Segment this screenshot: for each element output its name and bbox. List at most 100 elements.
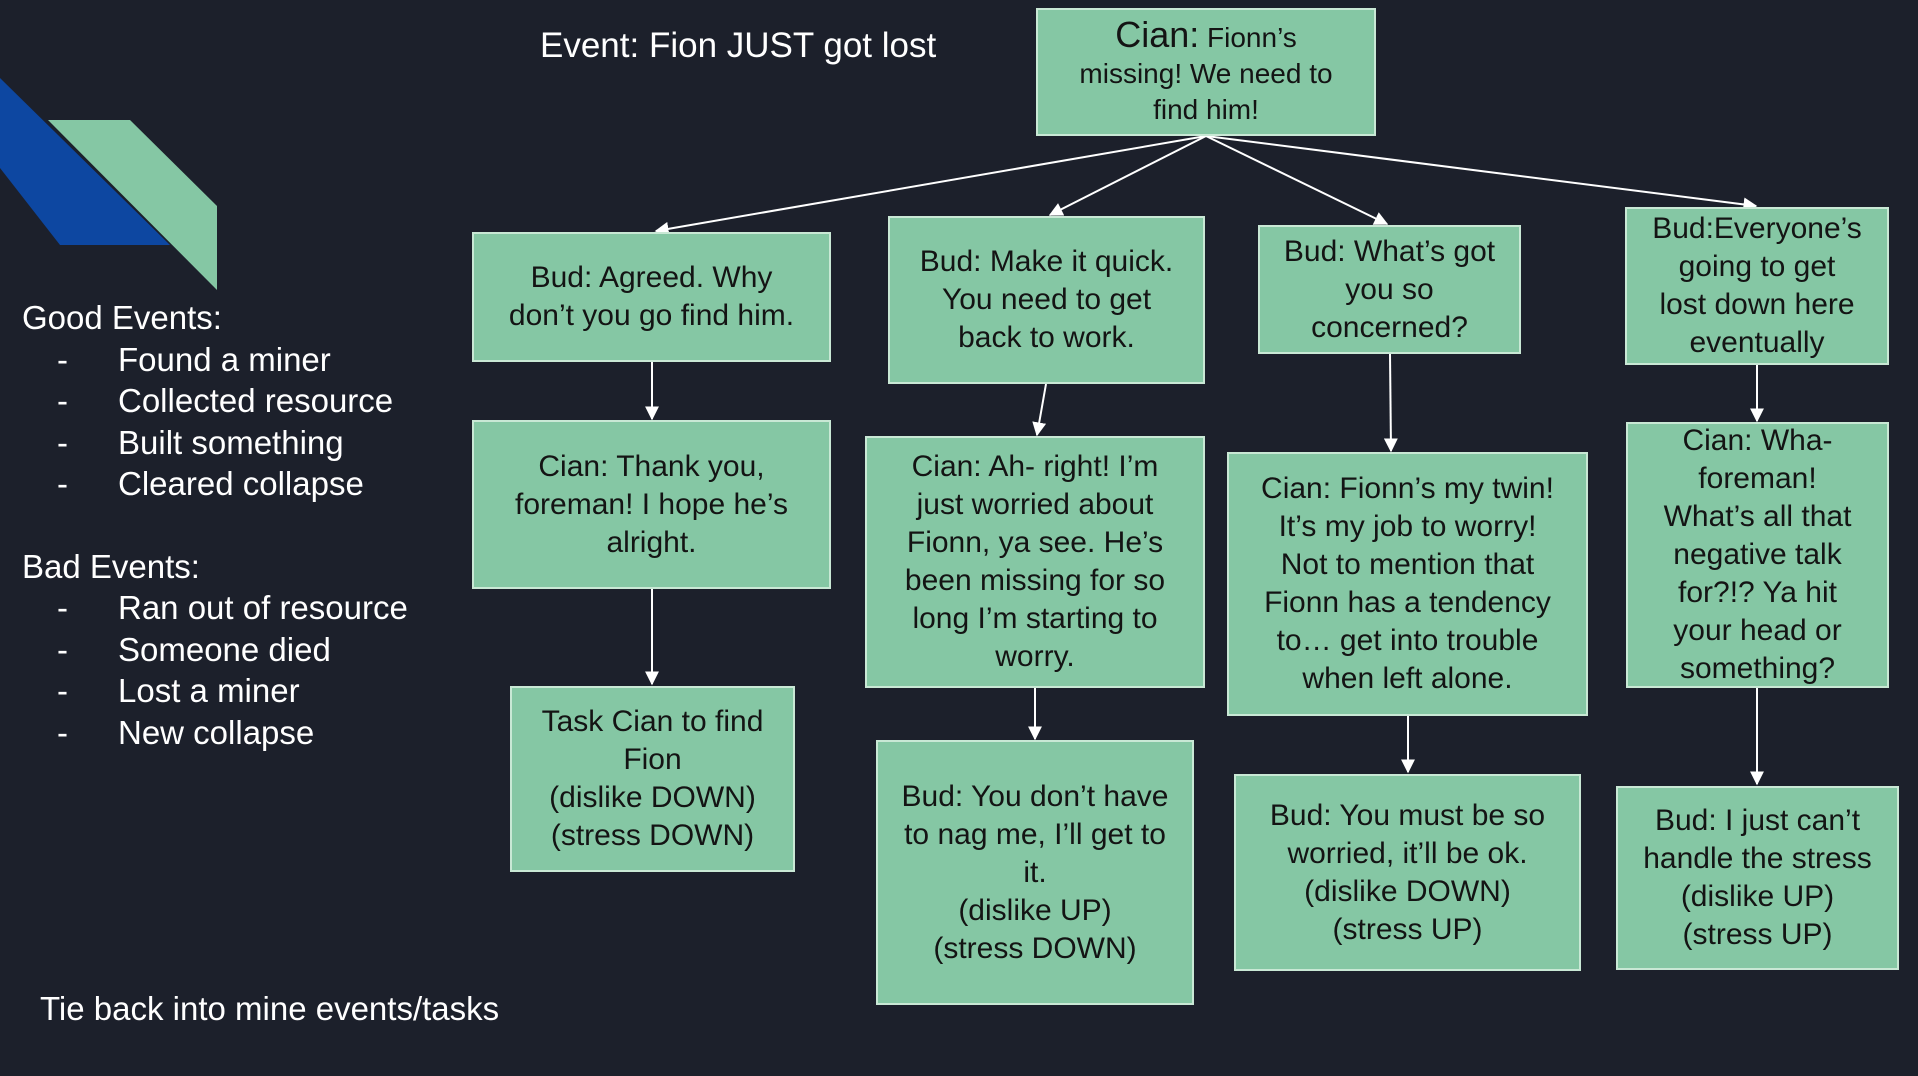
bad-event-label: Ran out of resource <box>118 589 408 626</box>
arrow-root-to-branch-1 <box>654 135 1207 236</box>
list-item: - Cleared collapse <box>22 463 408 505</box>
arrow-root-to-branch-4 <box>1205 135 1758 212</box>
bad-events-heading: Bad Events: <box>22 547 200 585</box>
events-panel: Good Events: - Found a miner -Collected r… <box>22 297 408 753</box>
node-line: lost down here <box>1659 288 1855 321</box>
node-line: Bud: What’s got <box>1283 234 1496 268</box>
node-line: Task Cian to find <box>541 705 764 738</box>
node-line: (stress DOWN) <box>550 819 755 852</box>
node-line: missing! We need to <box>1079 57 1333 89</box>
node-line: Cian: Ah- right! I’m <box>911 450 1159 483</box>
node-line: back to work. <box>958 321 1135 354</box>
branch-1-outcome-node: Task Cian to find Fion (dislike DOWN) (s… <box>510 686 795 872</box>
node-line: long I’m starting to <box>912 602 1158 635</box>
bullet-dash: - <box>57 589 68 626</box>
node-line: foreman! <box>1698 462 1817 495</box>
bad-event-label: New collapse <box>118 713 315 751</box>
arrow-response-2-to-reply-2 <box>1032 383 1047 437</box>
bullet-dash: - <box>57 382 68 419</box>
node-line: Cian: Wha- <box>1682 424 1833 457</box>
node-line: Fionn has a tendency <box>1264 586 1551 619</box>
bad-event-label: Lost a miner <box>118 672 300 709</box>
good-events-heading: Good Events: <box>22 299 222 336</box>
node-line: been missing for so <box>904 564 1166 597</box>
list-item: - Found a miner <box>22 339 408 381</box>
node-line: to… get into trouble <box>1276 624 1539 657</box>
node-line: worry. <box>995 640 1075 673</box>
branch-1-response-node: Bud: Agreed. Why don’t you go find him. <box>472 232 831 362</box>
good-event-label: Built something <box>118 423 344 461</box>
arrow-response-3-to-reply-3 <box>1383 353 1398 453</box>
branch-4-outcome-node: Bud: I just can’t handle the stress (dis… <box>1616 786 1899 970</box>
branch-4-response-node: Bud:Everyone’s going to get lost down he… <box>1625 207 1889 365</box>
node-line: Bud: You don’t have <box>901 779 1169 813</box>
node-line: find him! <box>1153 93 1259 125</box>
node-line: for?!? Ya hit <box>1678 576 1837 609</box>
branch-2-reply-node: Cian: Ah- right! I’m just worried about … <box>865 436 1205 688</box>
branch-4-reply-node: Cian: Wha- foreman! What’s all that nega… <box>1626 422 1889 688</box>
root-dialogue-node: Cian: Fionn’s missing! We need to find h… <box>1036 8 1376 136</box>
node-line: Fionn’s <box>1207 21 1297 53</box>
branch-3-response-node: Bud: What’s got you so concerned? <box>1258 225 1521 354</box>
node-line: just worried about <box>916 488 1154 521</box>
node-line: Bud: I just can’t <box>1654 804 1861 837</box>
branch-1-reply-node: Cian: Thank you, foreman! I hope he’s al… <box>472 420 831 589</box>
good-event-label: Cleared collapse <box>118 465 364 502</box>
node-line: Cian: Thank you, <box>538 449 765 483</box>
node-line: Bud:Everyone’s <box>1652 212 1862 245</box>
good-events-list: - Found a miner -Collected resource - Buil… <box>22 339 408 505</box>
node-line: handle the stress <box>1643 842 1872 875</box>
bad-event-label: Someone died <box>118 630 331 668</box>
node-line: concerned? <box>1311 310 1468 344</box>
bullet-dash: - <box>57 423 68 461</box>
bad-events-list: - Ran out of resource - Someone died - Lost… <box>22 587 408 753</box>
branch-2-outcome-node: Bud: You don’t have to nag me, I’ll get … <box>876 740 1194 1005</box>
branch-2-response-node: Bud: Make it quick. You need to get back… <box>888 216 1205 384</box>
node-line: (stress UP) <box>1682 918 1833 951</box>
branch-3-outcome-node: Bud: You must be so worried, it’ll be ok… <box>1234 774 1581 971</box>
bullet-dash: - <box>57 465 68 502</box>
node-line: worried, it’ll be ok. <box>1287 836 1528 870</box>
node-line: (stress UP) <box>1332 912 1483 946</box>
event-title: Event: Fion JUST got lost <box>540 26 937 65</box>
node-line: foreman! I hope he’s <box>515 487 788 521</box>
node-line: Fionn, ya see. He’s <box>906 526 1164 559</box>
node-line: eventually <box>1689 326 1825 359</box>
node-line: (dislike UP) <box>958 893 1112 927</box>
node-line: You need to get <box>941 283 1152 316</box>
list-item: - Someone died <box>22 629 408 671</box>
node-line: you so <box>1345 272 1434 306</box>
node-line: going to get <box>1678 250 1836 283</box>
branch-3-reply-node: Cian: Fionn’s my twin! It’s my job to wo… <box>1227 452 1588 716</box>
arrow-root-to-branch-2 <box>1048 135 1207 216</box>
node-line: It’s my job to worry! <box>1278 510 1537 543</box>
blue-stripe <box>0 78 170 245</box>
list-item: - Lost a miner <box>22 670 408 712</box>
arrow-root-to-branch-3 <box>1205 135 1389 225</box>
node-line: Bud: Make it quick. <box>919 245 1174 278</box>
bullet-dash: - <box>57 340 68 378</box>
bullet-dash: - <box>57 672 68 709</box>
list-item: -Collected resource <box>22 380 408 422</box>
node-line: (stress DOWN) <box>933 931 1137 965</box>
node-line: alright. <box>606 525 697 559</box>
node-line: (dislike DOWN) <box>1304 874 1511 908</box>
list-item: - New collapse <box>22 712 408 754</box>
green-stripe <box>48 120 217 290</box>
corner-decoration <box>0 78 217 290</box>
node-line: Bud: Agreed. Why <box>530 261 773 294</box>
node-line: when left alone. <box>1302 662 1513 695</box>
root-speaker: Cian: <box>1115 13 1200 55</box>
node-line: (dislike UP) <box>1680 880 1835 913</box>
node-line: don’t you go find him. <box>508 299 795 332</box>
node-line: negative talk <box>1673 538 1842 571</box>
bullet-dash: - <box>57 630 68 668</box>
node-line: to nag me, I’ll get to <box>904 817 1166 851</box>
good-event-label: Found a miner <box>118 340 331 378</box>
list-item: - Built something <box>22 422 408 464</box>
node-line: Cian: Fionn’s my twin! <box>1261 472 1554 505</box>
bullet-dash: - <box>57 713 68 751</box>
node-line: your head or <box>1673 614 1842 647</box>
node-line: Fion <box>623 743 682 776</box>
